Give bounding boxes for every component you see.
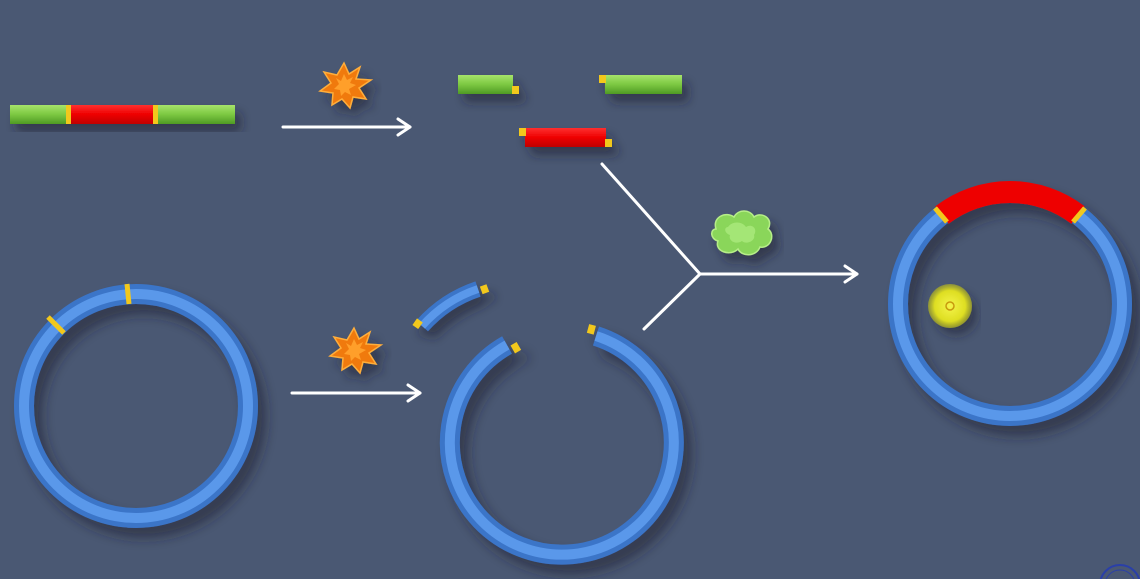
gene-insert-cut	[525, 128, 606, 147]
orange-starburst-icon	[328, 326, 384, 375]
sticky-end-mark	[586, 324, 596, 335]
dna-fragment-left	[10, 105, 70, 124]
sticky-end-mark	[124, 283, 132, 305]
sticky-end-mark	[1071, 206, 1087, 224]
arrow-cut-plasmid	[290, 383, 422, 403]
sticky-end-mark	[66, 105, 71, 124]
yellow-dot-icon	[928, 284, 972, 328]
dna-fragment-left-cut	[458, 75, 513, 94]
arrow-cut-linear	[281, 117, 412, 137]
sticky-end-mark	[46, 315, 66, 335]
sticky-end-mark	[933, 206, 949, 224]
logo-icon	[1099, 564, 1140, 579]
sticky-end-mark	[153, 105, 158, 124]
dna-fragment-right-cut	[605, 75, 682, 94]
plasmid-fragment	[412, 281, 490, 332]
sticky-end-mark	[599, 75, 606, 83]
sticky-end-mark	[510, 342, 522, 354]
orange-starburst-icon	[318, 61, 374, 110]
sticky-end-mark	[479, 284, 490, 295]
gene-insert-ligated	[935, 181, 1085, 224]
plasmid-opened	[439, 324, 684, 565]
gene-insert	[70, 105, 156, 124]
cut-fragments	[458, 75, 682, 147]
sticky-end-mark	[519, 128, 526, 136]
plasmid-intact	[14, 283, 258, 528]
sticky-end-mark	[412, 318, 423, 329]
dna-fragment-right	[156, 105, 235, 124]
linear-dna	[10, 105, 235, 124]
sticky-end-mark	[605, 139, 612, 147]
sticky-end-mark	[512, 86, 519, 94]
arrow-ligation	[600, 162, 859, 331]
green-blob-icon	[711, 210, 773, 256]
plasmid-recombinant	[888, 181, 1132, 426]
